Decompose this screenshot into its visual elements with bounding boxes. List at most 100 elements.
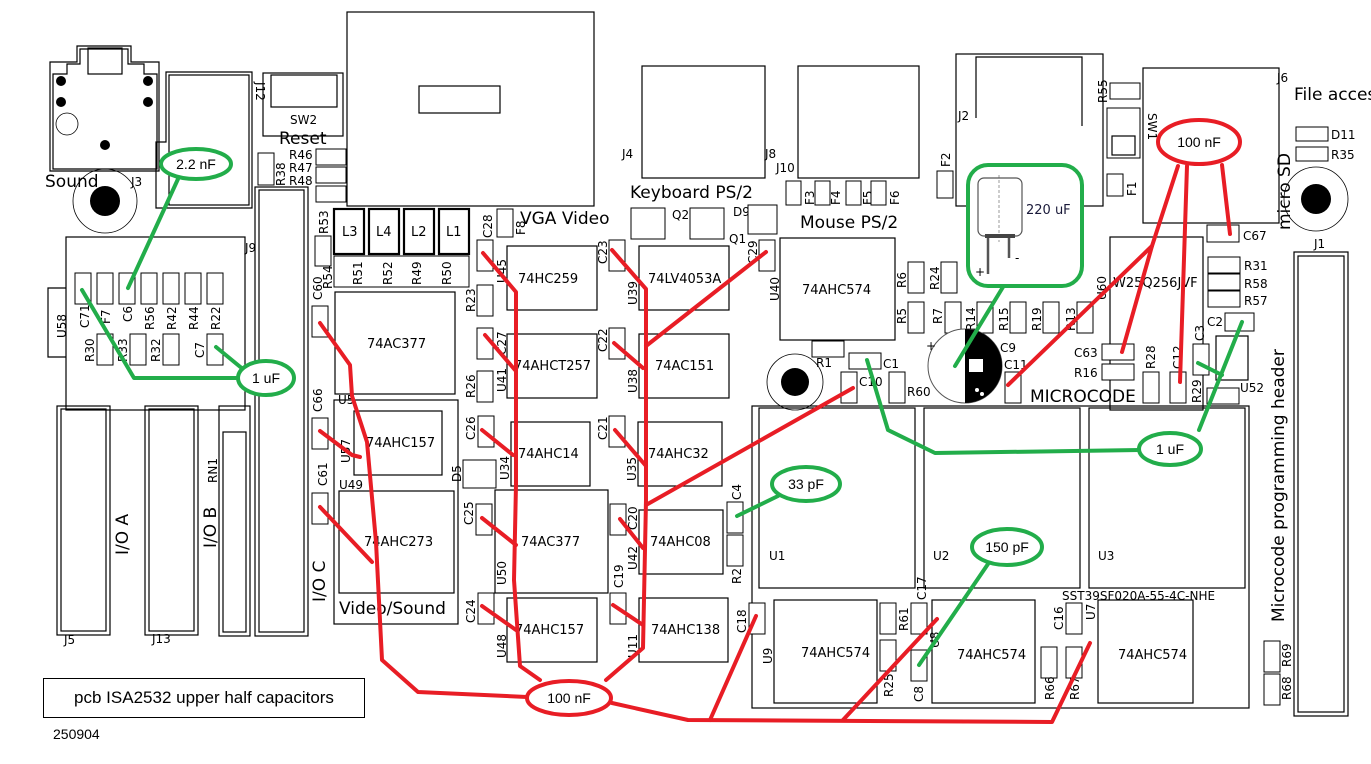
ref-c60: C60 <box>311 276 325 300</box>
ref-r55: R55 <box>1096 79 1110 103</box>
ref-r26: R26 <box>464 374 478 398</box>
ref-c10: C10 <box>859 375 883 389</box>
ref-r53: R53 <box>317 210 331 234</box>
capacitor-c9: + C9 <box>926 328 1016 404</box>
label-file-access: File access <box>1294 85 1371 105</box>
chip-u5: 74AC377 <box>367 337 426 352</box>
microcode-header-j1 <box>1293 251 1349 717</box>
vga-connector-j4: J4 <box>346 11 633 207</box>
chip-flash-label: SST39SF020A-55-4C-NHE <box>1062 589 1215 603</box>
ref-c9: C9 <box>1000 341 1016 355</box>
ref-u41: U41 <box>495 368 509 392</box>
ref-r44: R44 <box>187 306 201 330</box>
chip-u9: 74AHC574 <box>801 646 870 661</box>
ref-u38: U38 <box>626 369 640 393</box>
ref-r15: R15 <box>997 307 1011 331</box>
mouse-ps2-connector <box>797 65 920 179</box>
ref-r1: R1 <box>816 356 832 370</box>
label-sound: Sound <box>45 172 99 192</box>
ref-c16: C16 <box>1052 606 1066 630</box>
ref-r2: R2 <box>730 568 744 584</box>
wire-1uF-right: 1 uF <box>865 320 1244 467</box>
ref-r68: R68 <box>1280 676 1294 700</box>
ref-j3: J3 <box>130 175 142 189</box>
ref-c6: C6 <box>121 306 135 322</box>
ref-r51: R51 <box>351 261 365 285</box>
ref-j10: J10 <box>775 161 795 175</box>
label-reset: Reset <box>279 129 327 149</box>
ref-r7: R7 <box>931 308 945 324</box>
chip-u42: 74AHC08 <box>650 535 711 550</box>
annotation-2-2nf: 2.2 nF <box>176 156 216 172</box>
io-headers: I/O A I/O B I/O C RN1 J5 J13 <box>56 186 330 647</box>
ref-d5: D5 <box>450 465 464 482</box>
chip-u41: 74AHCT257 <box>514 359 591 374</box>
ref-q1: Q1 <box>729 232 746 246</box>
ref-u49: U49 <box>339 478 363 492</box>
ref-j8: J8 <box>764 147 776 161</box>
chip-u48: 74AHC157 <box>515 623 584 638</box>
ref-sw1: SW1 <box>1145 113 1159 140</box>
ref-u48: U48 <box>495 634 509 658</box>
ref-r58: R58 <box>1244 277 1268 291</box>
ref-c22: C22 <box>596 328 610 352</box>
ref-f6: F6 <box>888 190 902 205</box>
ref-f7: F7 <box>99 309 113 324</box>
ref-r5: R5 <box>895 308 909 324</box>
annotation-100nf-top: 100 nF <box>1177 134 1221 150</box>
ref-u1: U1 <box>769 549 785 563</box>
ref-f3: F3 <box>803 190 817 205</box>
label-io-b: I/O B <box>201 507 221 548</box>
mounting-hole <box>72 168 138 234</box>
ref-c24: C24 <box>464 599 478 623</box>
ref-c18: C18 <box>735 609 749 633</box>
ref-rn1: RN1 <box>206 458 220 483</box>
ref-r32: R32 <box>149 338 163 362</box>
ref-u2: U2 <box>933 549 949 563</box>
label-video-sound: Video/Sound <box>339 599 446 619</box>
ref-r6: R6 <box>895 272 909 288</box>
sound-jack-j3: Sound J3 <box>45 45 160 192</box>
caption-date: 250904 <box>53 726 100 742</box>
chip-u7: 74AHC574 <box>1118 648 1187 663</box>
ref-j13: J13 <box>151 632 171 646</box>
cap-plus-sign: + <box>975 265 985 279</box>
ref-f8: F8 <box>514 220 528 235</box>
label-io-a: I/O A <box>113 513 133 555</box>
wire-33pF: 33 pF <box>735 465 842 518</box>
ref-r49: R49 <box>410 261 424 285</box>
ref-c25: C25 <box>462 501 476 525</box>
mounting-hole-center <box>90 186 120 216</box>
ref-c61: C61 <box>316 462 330 486</box>
electrolytic-capacitor-icon: + - <box>975 175 1023 279</box>
caption-title: pcb ISA2532 upper half capacitors <box>43 678 365 718</box>
ref-u3: U3 <box>1098 549 1114 563</box>
ref-r23: R23 <box>464 288 478 312</box>
ref-r42: R42 <box>165 306 179 330</box>
ref-c66: C66 <box>311 388 325 412</box>
ref-r56: R56 <box>143 306 157 330</box>
ref-c63: C63 <box>1074 346 1098 360</box>
mounting-hole <box>766 353 824 411</box>
label-100nF-top: 100 nF <box>1156 118 1242 166</box>
ref-q2: Q2 <box>672 208 689 222</box>
ref-c1: C1 <box>883 357 899 371</box>
ref-d11: D11 <box>1331 128 1356 142</box>
keyboard-ps2-connector <box>641 65 766 179</box>
annotation-1uf-left: 1 uF <box>252 370 280 386</box>
ref-l2: L2 <box>411 225 427 240</box>
ref-r47: R47 <box>289 161 313 175</box>
ref-r30: R30 <box>83 338 97 362</box>
ref-u52: U52 <box>1240 381 1264 395</box>
ref-c67: C67 <box>1243 229 1267 243</box>
ref-c4: C4 <box>730 484 744 500</box>
ref-c7: C7 <box>193 342 207 358</box>
chip-u50: 74AC377 <box>521 535 580 550</box>
chip-u11: 74AHC138 <box>651 623 720 638</box>
ref-r38: R38 <box>274 162 288 186</box>
ref-r14: R14 <box>964 307 978 331</box>
wire-220uF: + - 220 uF <box>953 163 1084 368</box>
ref-c17: C17 <box>915 576 929 600</box>
ref-r60: R60 <box>907 385 931 399</box>
